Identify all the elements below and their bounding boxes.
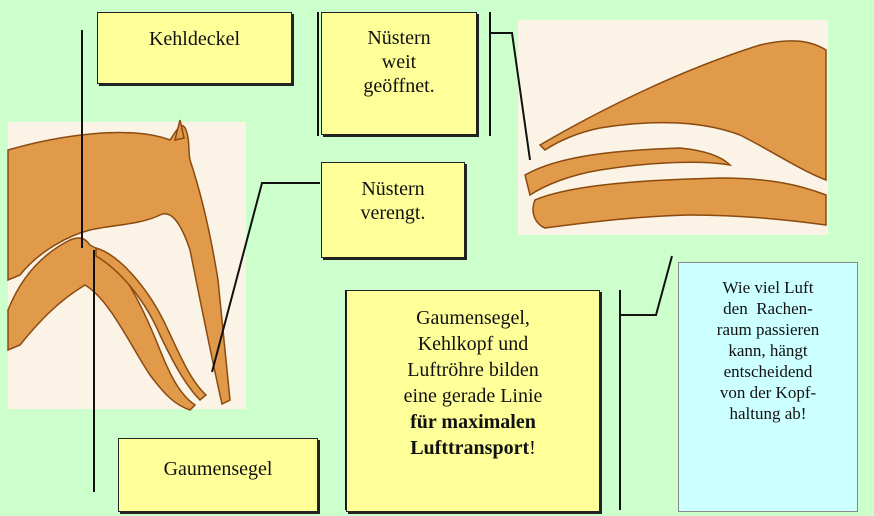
label-gaumensegel: Gaumensegel	[118, 438, 318, 512]
nuestern-weit-line-2: weit	[322, 50, 476, 74]
main-text-line-4: eine gerade Linie	[347, 383, 599, 409]
label-nuestern-verengt: Nüstern verengt.	[321, 162, 465, 258]
main-text-bold-2: Lufttransport	[410, 437, 529, 459]
label-kehldeckel: Kehldeckel	[97, 12, 292, 84]
nuestern-verengt-line-2: verengt.	[322, 201, 464, 225]
main-text-exclaim: !	[529, 437, 536, 459]
info-line-1: Wie viel Luft	[679, 277, 857, 298]
info-line-6: von der Kopf-	[679, 382, 857, 403]
info-line-7: haltung ab!	[679, 403, 857, 424]
main-text-last-line: Lufttransport!	[347, 435, 599, 461]
info-line-2: den Rachen-	[679, 298, 857, 319]
main-text-line-3: Luftröhre bilden	[347, 357, 599, 383]
info-box: Wie viel Luft den Rachen- raum passieren…	[678, 262, 858, 512]
nuestern-verengt-line-1: Nüstern	[322, 177, 464, 201]
kehldeckel-text: Kehldeckel	[149, 28, 240, 50]
horse-head-flexed	[8, 120, 230, 410]
info-line-4: kann, hängt	[679, 340, 857, 361]
info-line-5: entscheidend	[679, 361, 857, 382]
info-line-3: raum passieren	[679, 319, 857, 340]
main-text-bold-1: für maximalen	[347, 409, 599, 435]
horse-head-extended	[525, 41, 826, 228]
main-text-line-1: Gaumensegel,	[347, 305, 599, 331]
label-nuestern-weit: Nüstern weit geöffnet.	[321, 12, 477, 135]
main-text-line-2: Kehlkopf und	[347, 331, 599, 357]
main-explanation-box: Gaumensegel, Kehlkopf und Luftröhre bild…	[346, 290, 600, 512]
nuestern-weit-line-3: geöffnet.	[322, 74, 476, 98]
gaumensegel-text: Gaumensegel	[164, 458, 273, 480]
nuestern-weit-line-1: Nüstern	[322, 26, 476, 50]
